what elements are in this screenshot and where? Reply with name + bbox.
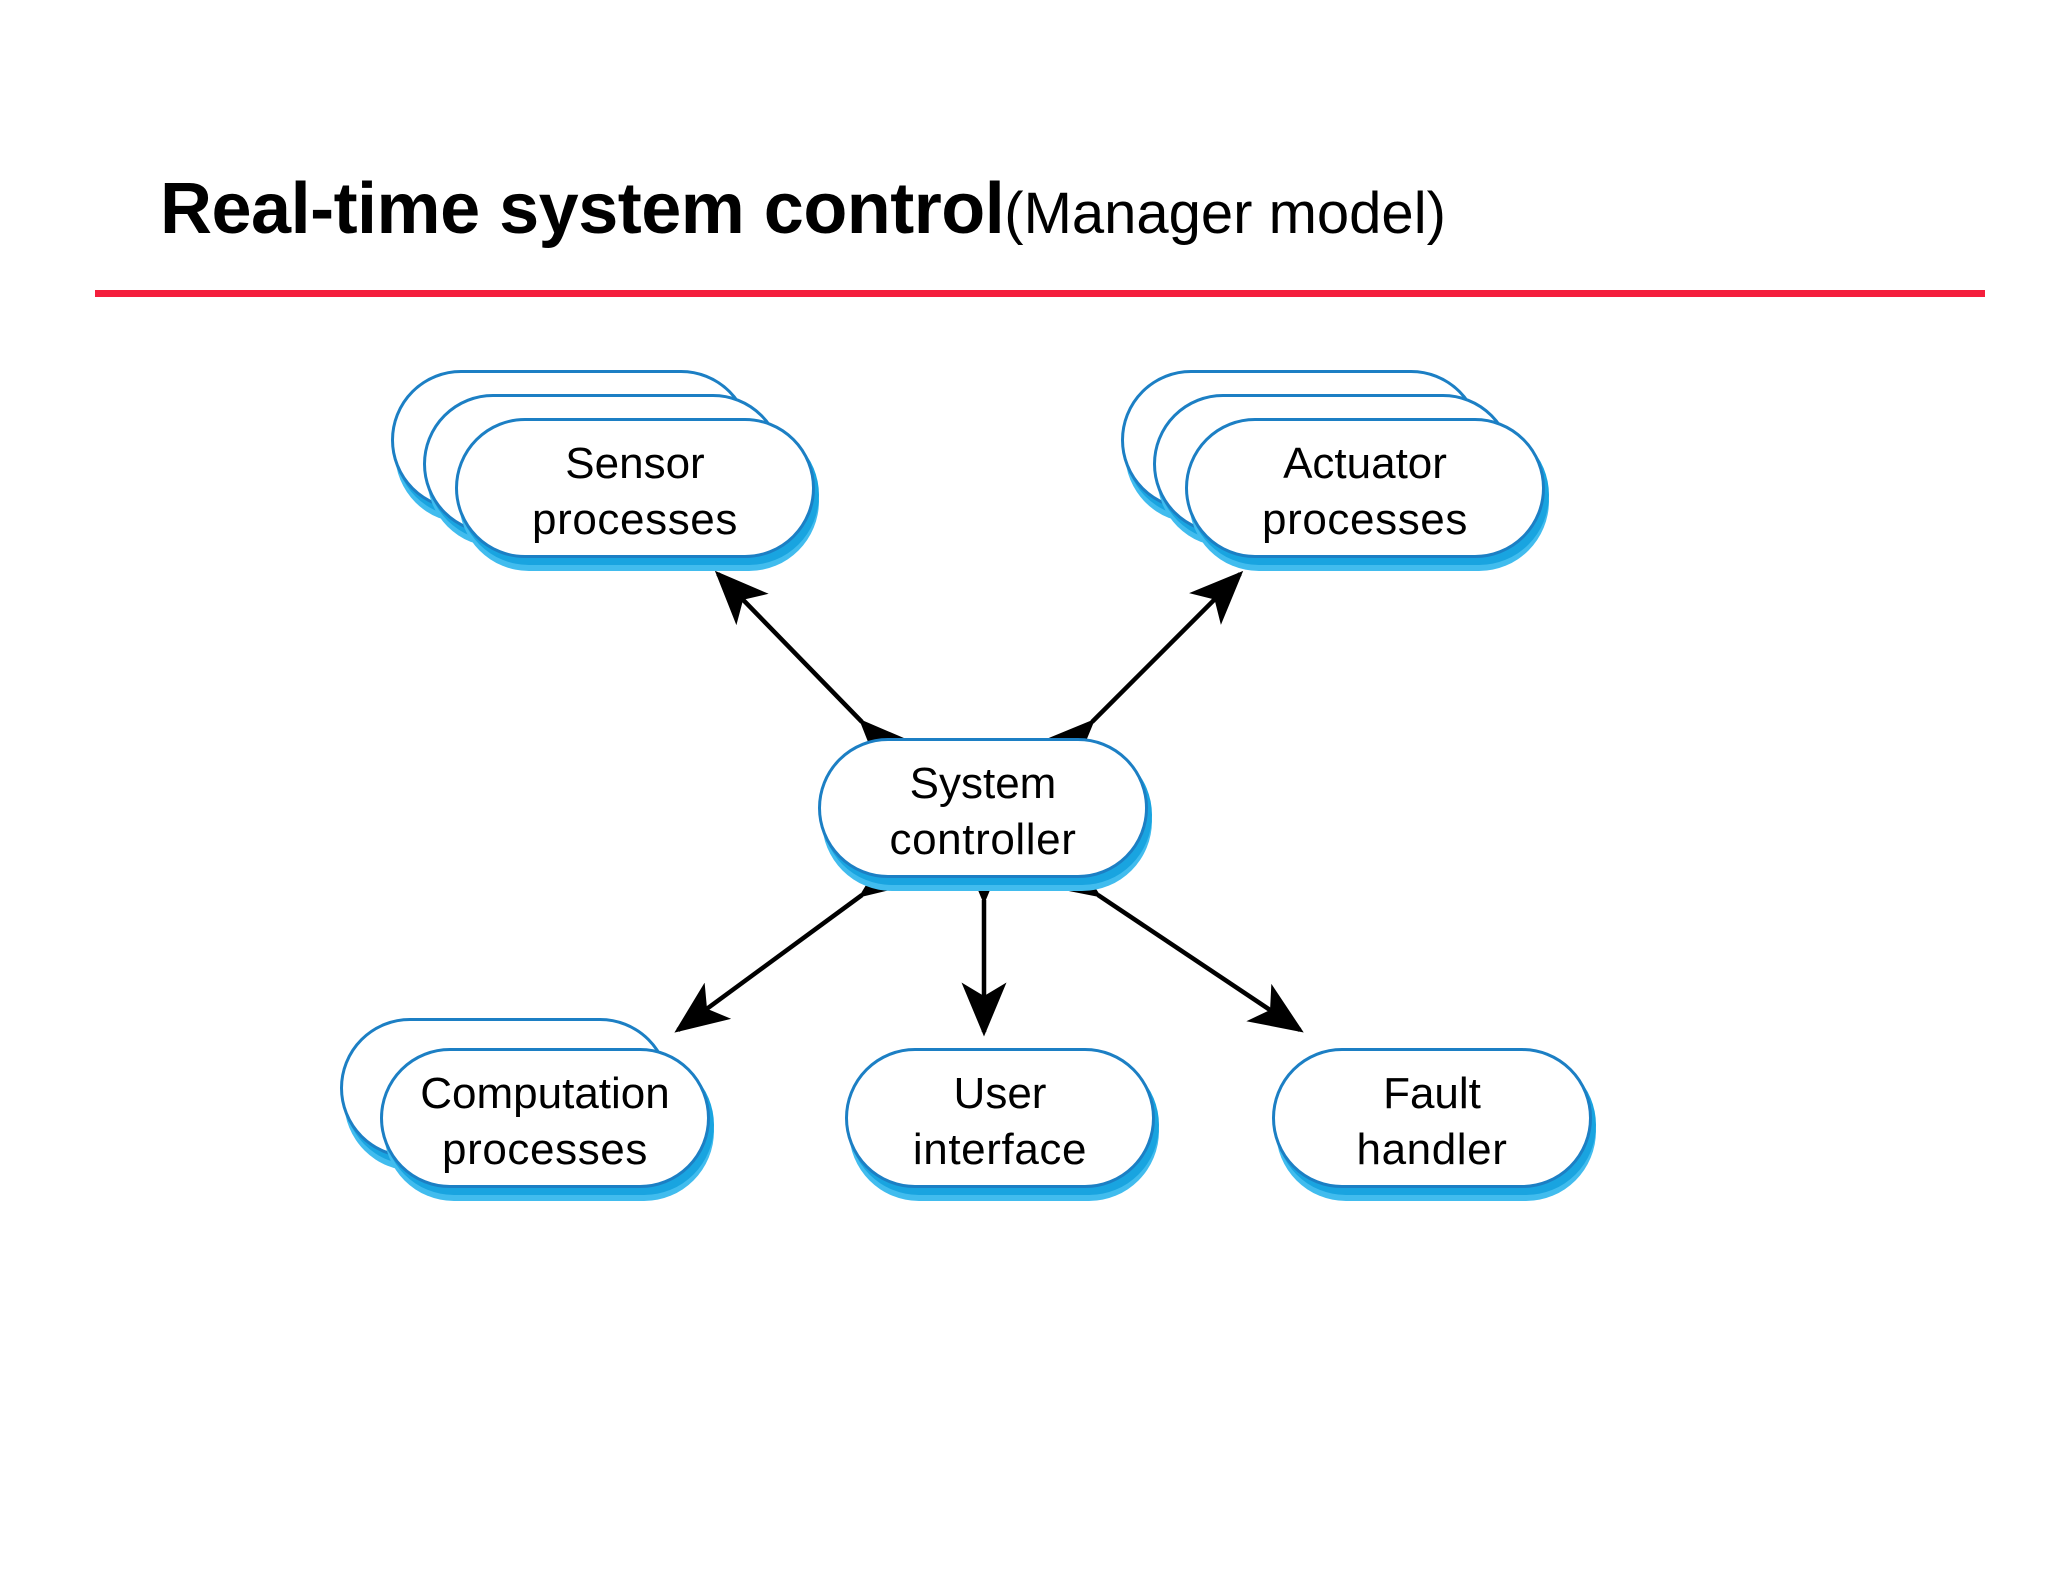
node-actuator-processes[interactable]: Actuator processes bbox=[1121, 370, 1545, 608]
node-sensor-processes[interactable]: Sensor processes bbox=[391, 370, 815, 608]
edge-controller-computation bbox=[674, 847, 916, 1033]
node-system-controller[interactable]: System controller bbox=[818, 738, 1148, 898]
node-fault-handler[interactable]: Fault handler bbox=[1272, 1048, 1592, 1218]
computation-processes-sheet-front bbox=[380, 1048, 710, 1188]
page-title: Real-time system control(Manager model) bbox=[160, 168, 1446, 250]
edge-controller-fault bbox=[1044, 848, 1304, 1033]
actuator-processes-sheet-front bbox=[1185, 418, 1545, 558]
sensor-processes-sheet-front bbox=[455, 418, 815, 558]
node-user-interface[interactable]: User interface bbox=[845, 1048, 1155, 1218]
title-subtitle-text: (Manager model) bbox=[1004, 181, 1446, 246]
system-controller-sheet-front bbox=[818, 738, 1148, 878]
title-main-text: Real-time system control bbox=[160, 169, 1005, 249]
fault-handler-sheet-front bbox=[1272, 1048, 1592, 1188]
node-computation-processes[interactable]: Computation processes bbox=[340, 1018, 710, 1218]
user-interface-sheet-front bbox=[845, 1048, 1155, 1188]
title-divider-rule bbox=[95, 290, 1985, 297]
